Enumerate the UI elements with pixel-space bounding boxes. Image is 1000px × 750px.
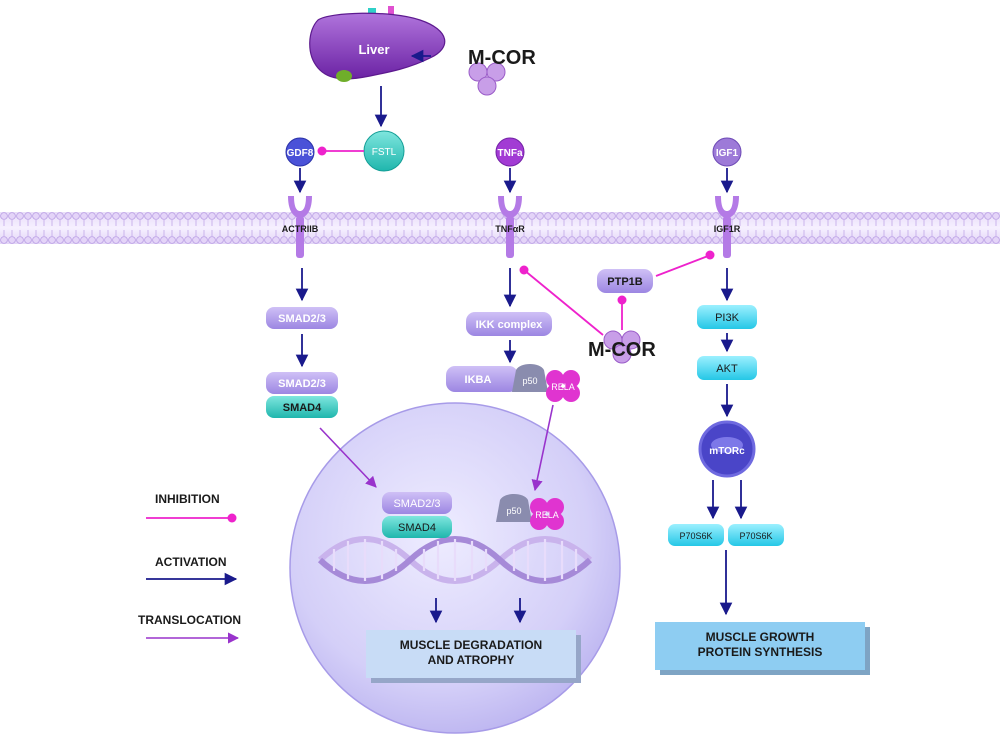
- activation-arrows: [293, 49, 748, 624]
- m-cor-molecule-icon-2: [603, 330, 641, 364]
- igf1r-receptor-icon: [715, 196, 739, 258]
- akt-box: AKT: [697, 356, 757, 380]
- m-cor-label-middle: M-COR: [588, 339, 656, 361]
- legend-translocation-label: TRANSLOCATION: [138, 613, 241, 627]
- m-cor-label-top: M-COR: [468, 47, 536, 69]
- actriib-label: ACTRIIB: [282, 224, 319, 234]
- tnfar-receptor-icon: [498, 196, 522, 258]
- svg-text:SMAD2/3: SMAD2/3: [278, 313, 326, 325]
- svg-text:PI3K: PI3K: [715, 312, 740, 324]
- arrow-smad-translocation: [319, 427, 377, 488]
- svg-text:PTP1B: PTP1B: [607, 276, 643, 288]
- svg-text:SMAD2/3: SMAD2/3: [393, 498, 440, 510]
- liver-icon: [309, 6, 446, 82]
- svg-text:TNFa: TNFa: [498, 148, 523, 159]
- translocation-arrows: [319, 404, 554, 492]
- rela-cytoplasm: RELA: [546, 370, 580, 402]
- cell-membrane: [0, 212, 1000, 244]
- fstl-node: FSTL: [363, 130, 405, 172]
- legend: INHIBITION ACTIVATION TRANSLOCATION: [138, 492, 241, 644]
- p70s6k-box-2: P70S6K: [728, 524, 784, 546]
- svg-text:GDF8: GDF8: [287, 148, 314, 159]
- smad23-box: SMAD2/3: [266, 307, 338, 329]
- pi3k-box: PI3K: [697, 305, 757, 329]
- dna-helix-icon: [317, 536, 593, 584]
- svg-text:AND ATROPHY: AND ATROPHY: [428, 653, 515, 667]
- svg-text:PROTEIN SYNTHESIS: PROTEIN SYNTHESIS: [698, 645, 823, 659]
- ikk-complex-box: IKK complex: [466, 312, 552, 336]
- svg-text:SMAD4: SMAD4: [398, 522, 436, 534]
- svg-text:SMAD4: SMAD4: [283, 402, 322, 414]
- smad23-nuclear-box: SMAD2/3: [382, 492, 452, 514]
- smad23-complex-box: SMAD2/3: [266, 372, 338, 394]
- svg-text:p50: p50: [506, 506, 521, 516]
- ptp1b-box: PTP1B: [597, 269, 653, 293]
- inhibit-mcor-tnfar: [523, 269, 604, 336]
- svg-text:p50: p50: [522, 376, 537, 386]
- legend-activation-label: ACTIVATION: [155, 555, 227, 569]
- svg-text:SMAD2/3: SMAD2/3: [278, 378, 326, 390]
- svg-text:P70S6K: P70S6K: [739, 531, 772, 541]
- svg-text:MUSCLE GROWTH: MUSCLE GROWTH: [706, 630, 815, 644]
- actriib-receptor-icon: [288, 196, 312, 258]
- svg-text:P70S6K: P70S6K: [679, 531, 712, 541]
- tnfa-node: TNFa: [495, 137, 525, 167]
- igf1r-label: IGF1R: [714, 224, 741, 234]
- svg-text:RELA: RELA: [535, 510, 559, 520]
- p70s6k-box-1: P70S6K: [668, 524, 724, 546]
- rela-nuclear: RELA: [530, 498, 564, 530]
- legend-inhibition-head: [227, 513, 237, 523]
- svg-text:RELA: RELA: [551, 382, 575, 392]
- arrow-nfkb-translocation: [531, 404, 554, 492]
- muscle-growth-box: MUSCLE GROWTH PROTEIN SYNTHESIS: [655, 622, 870, 675]
- smad4-nuclear-box: SMAD4: [382, 516, 452, 538]
- p50-cytoplasm: p50: [512, 364, 548, 392]
- inhibition-heads: [317, 146, 715, 305]
- gdf8-node: GDF8: [285, 137, 315, 167]
- igf1-node: IGF1: [712, 137, 742, 167]
- svg-text:FSTL: FSTL: [372, 147, 397, 158]
- svg-text:IKK complex: IKK complex: [476, 319, 544, 331]
- mtorc-node: mTORc: [698, 420, 756, 478]
- svg-text:MUSCLE DEGRADATION: MUSCLE DEGRADATION: [400, 638, 542, 652]
- svg-text:IKBA: IKBA: [465, 374, 492, 386]
- ikba-box: IKBA: [446, 366, 518, 392]
- liver-label: Liver: [358, 42, 389, 57]
- m-cor-molecule-icon: [468, 62, 506, 96]
- svg-text:IGF1: IGF1: [716, 148, 739, 159]
- tnfar-label: TNFαR: [495, 224, 525, 234]
- p50-nuclear: p50: [496, 494, 532, 522]
- svg-text:AKT: AKT: [716, 363, 738, 375]
- inhibit-ptp1b-igf1r: [655, 255, 709, 277]
- svg-text:mTORc: mTORc: [709, 446, 745, 457]
- inhibition-lines: [322, 150, 709, 336]
- muscle-degradation-box: MUSCLE DEGRADATION AND ATROPHY: [366, 630, 581, 683]
- legend-inhibition-label: INHIBITION: [155, 492, 220, 506]
- smad4-box: SMAD4: [266, 396, 338, 418]
